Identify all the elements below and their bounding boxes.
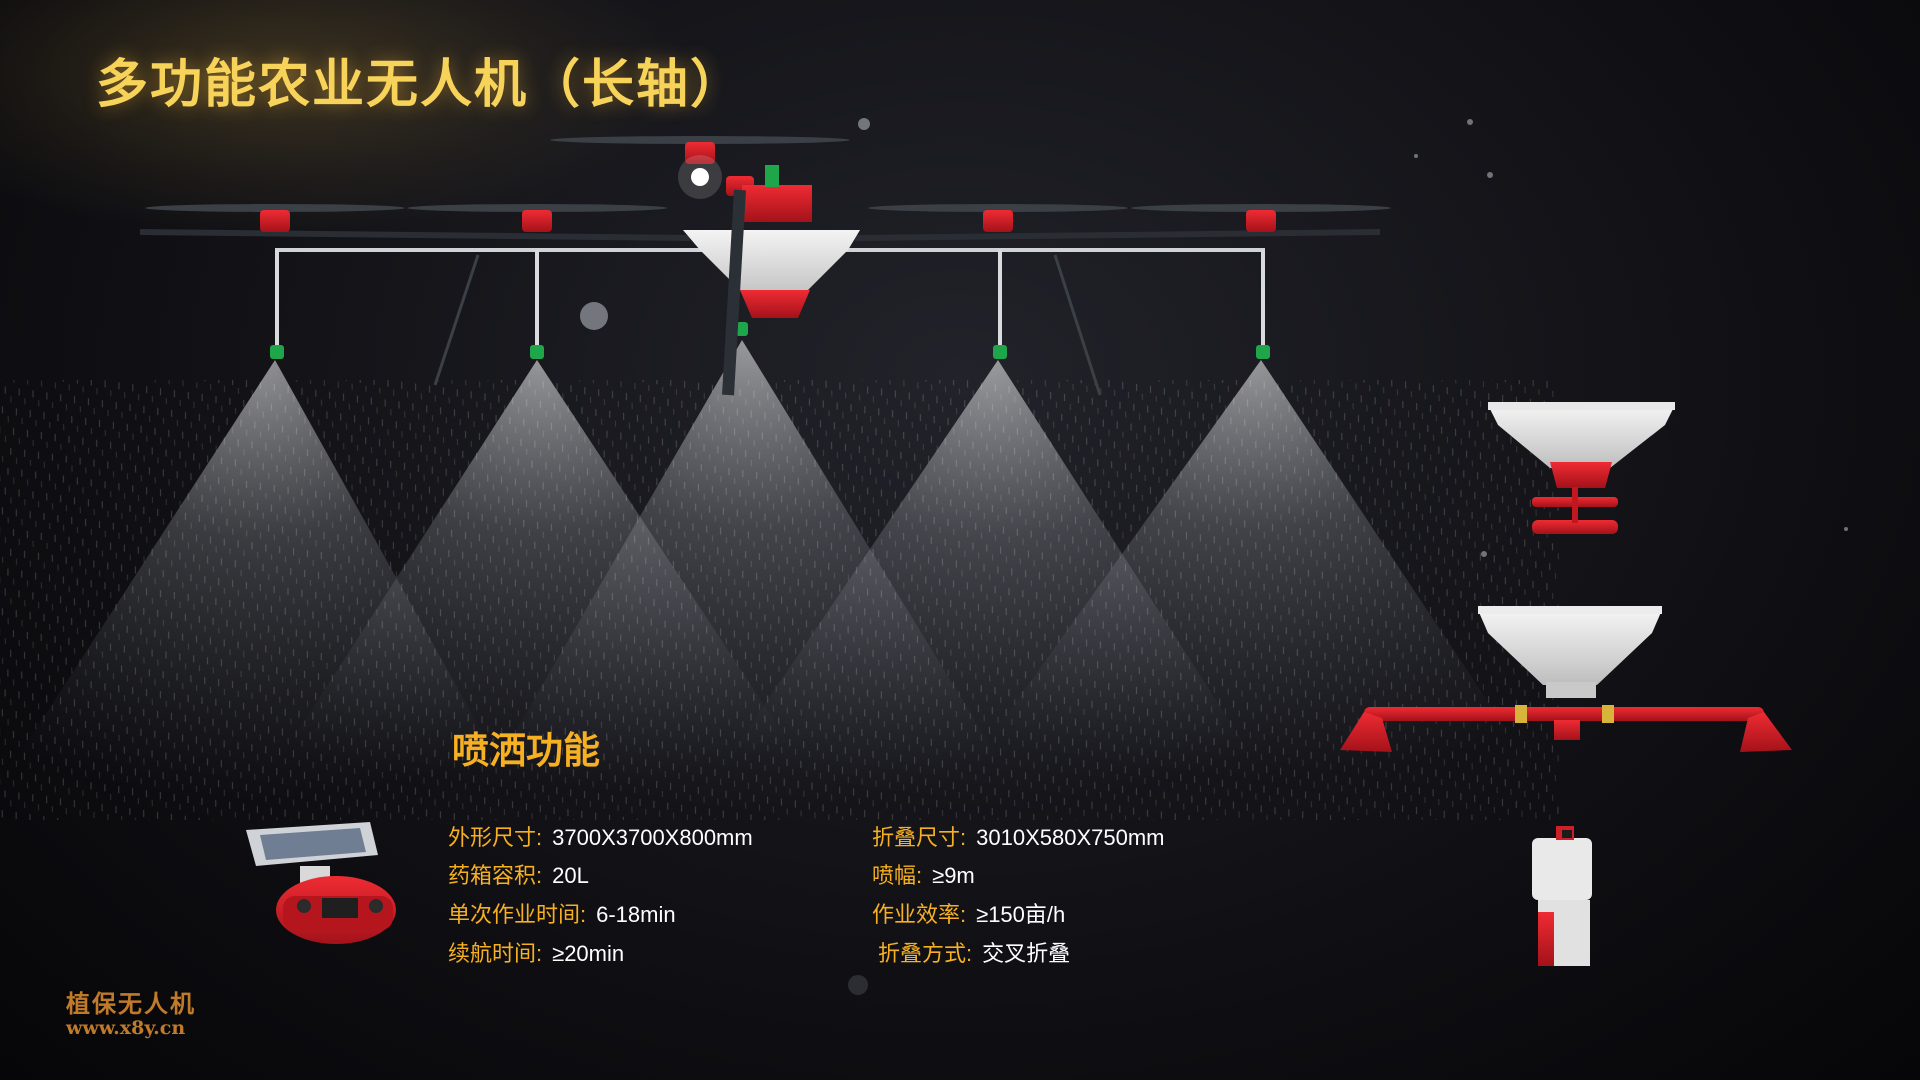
spec-label: 外形尺寸: bbox=[448, 825, 543, 850]
spray-bar-module-image bbox=[1340, 606, 1792, 752]
spec-label: 喷幅: bbox=[872, 863, 923, 888]
spec-item: 续航时间: ≥20min bbox=[448, 936, 624, 968]
spec-item: 折叠方式: 交叉折叠 bbox=[878, 936, 1070, 968]
spec-label: 折叠尺寸: bbox=[872, 825, 967, 850]
spec-value: 交叉折叠 bbox=[982, 941, 1071, 966]
spray-mist bbox=[0, 340, 1560, 820]
title-glow bbox=[0, 0, 700, 240]
section-title: 喷洒功能 bbox=[452, 729, 600, 772]
droplets bbox=[580, 118, 1848, 995]
spec-value: ≥150亩/h bbox=[976, 902, 1066, 927]
drone-image bbox=[139, 136, 1391, 396]
spec-item: 外形尺寸: 3700X3700X800mm bbox=[448, 820, 753, 852]
spec-value: 6-18min bbox=[596, 902, 676, 927]
spec-item: 作业效率: ≥150亩/h bbox=[872, 897, 1065, 929]
page-title: 多功能农业无人机（长轴） bbox=[96, 55, 745, 115]
remote-controller-image bbox=[246, 822, 396, 944]
spec-value: ≥20min bbox=[552, 941, 625, 966]
spec-value: 20L bbox=[552, 863, 589, 888]
spec-value: ≥9m bbox=[932, 863, 975, 888]
watermark: 植保无人机 www.x8y.cn bbox=[66, 990, 196, 1039]
watermark-name: 植保无人机 bbox=[66, 989, 196, 1018]
spec-value: 3010X580X750mm bbox=[976, 825, 1165, 850]
spec-item: 单次作业时间: 6-18min bbox=[448, 897, 676, 929]
spec-label: 作业效率: bbox=[872, 902, 967, 927]
spec-item: 折叠尺寸: 3010X580X750mm bbox=[872, 820, 1164, 852]
spec-item: 药箱容积: 20L bbox=[448, 858, 589, 890]
spec-label: 单次作业时间: bbox=[448, 902, 587, 927]
spec-label: 药箱容积: bbox=[448, 863, 543, 888]
spreader-module-image bbox=[1488, 402, 1675, 534]
spec-label: 折叠方式: bbox=[878, 941, 973, 966]
watermark-url: www.x8y.cn bbox=[66, 1016, 186, 1039]
folded-drone-image bbox=[1532, 826, 1592, 966]
spec-item: 喷幅: ≥9m bbox=[872, 858, 975, 890]
spec-label: 续航时间: bbox=[448, 941, 543, 966]
spec-value: 3700X3700X800mm bbox=[552, 825, 753, 850]
